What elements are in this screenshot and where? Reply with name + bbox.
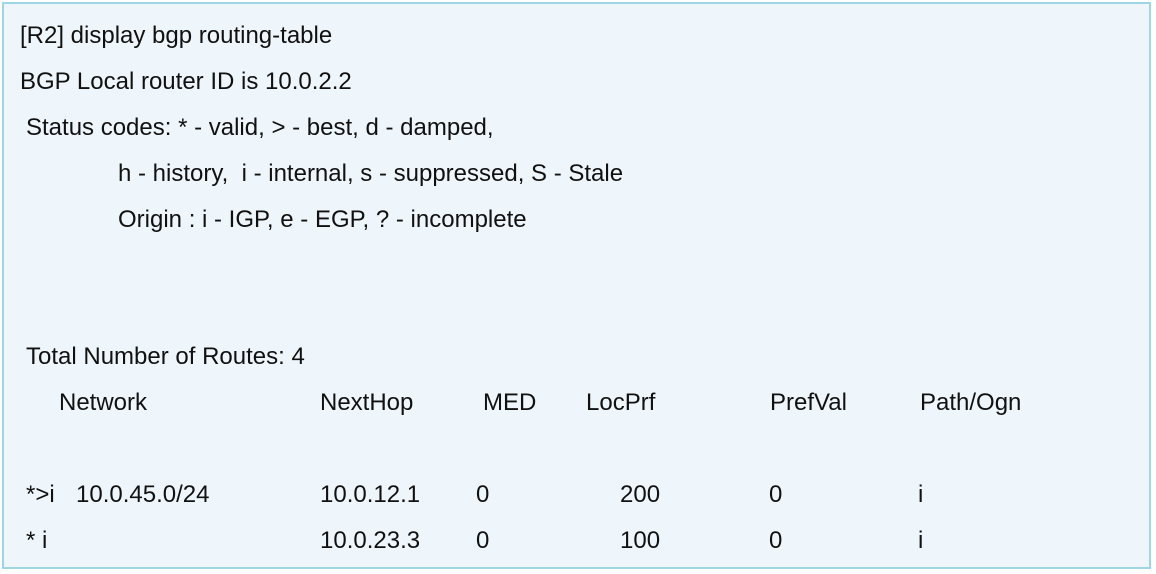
row-network: 10.0.45.0/24 [76,481,210,508]
row-nexthop: 10.0.12.1 [320,481,421,508]
row-status: * i [26,527,48,554]
total-routes-line: Total Number of Routes: 4 [26,343,305,370]
row-locprf: 100 [620,527,661,554]
header-med: MED [483,389,537,416]
row-status: *>i [26,481,55,508]
header-prefval: PrefVal [770,389,847,416]
router-id-line: BGP Local router ID is 10.0.2.2 [20,68,352,95]
row-nexthop: 10.0.23.3 [320,527,421,554]
status-codes-line-1: Status codes: * - valid, > - best, d - d… [26,114,494,141]
row-med: 0 [476,481,490,508]
row-med: 0 [476,527,490,554]
status-codes-line-3: Origin : i - IGP, e - EGP, ? - incomplet… [118,206,527,233]
command-line: [R2] display bgp routing-table [20,22,333,49]
row-prefval: 0 [769,481,783,508]
row-path: i [918,527,924,554]
header-network: Network [59,389,148,416]
status-codes-line-2: h - history, i - internal, s - suppresse… [118,160,624,187]
header-path: Path/Ogn [920,389,1022,416]
row-prefval: 0 [769,527,783,554]
row-path: i [918,481,924,508]
row-locprf: 200 [620,481,661,508]
header-nexthop: NextHop [320,389,414,416]
header-locprf: LocPrf [586,389,656,416]
